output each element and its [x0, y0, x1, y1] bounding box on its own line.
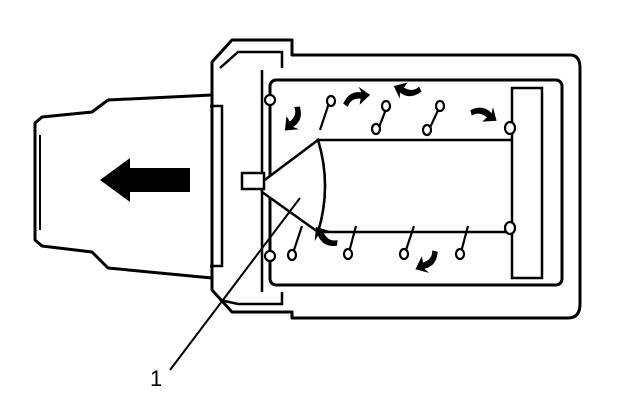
- callout-label: 1: [150, 366, 162, 391]
- callout-leader-line: [169, 197, 301, 371]
- end-plate: [510, 86, 544, 280]
- flow-direction-arrow-icon: [100, 158, 190, 202]
- valve-plunger: [240, 137, 516, 235]
- spring-coils: [263, 93, 517, 263]
